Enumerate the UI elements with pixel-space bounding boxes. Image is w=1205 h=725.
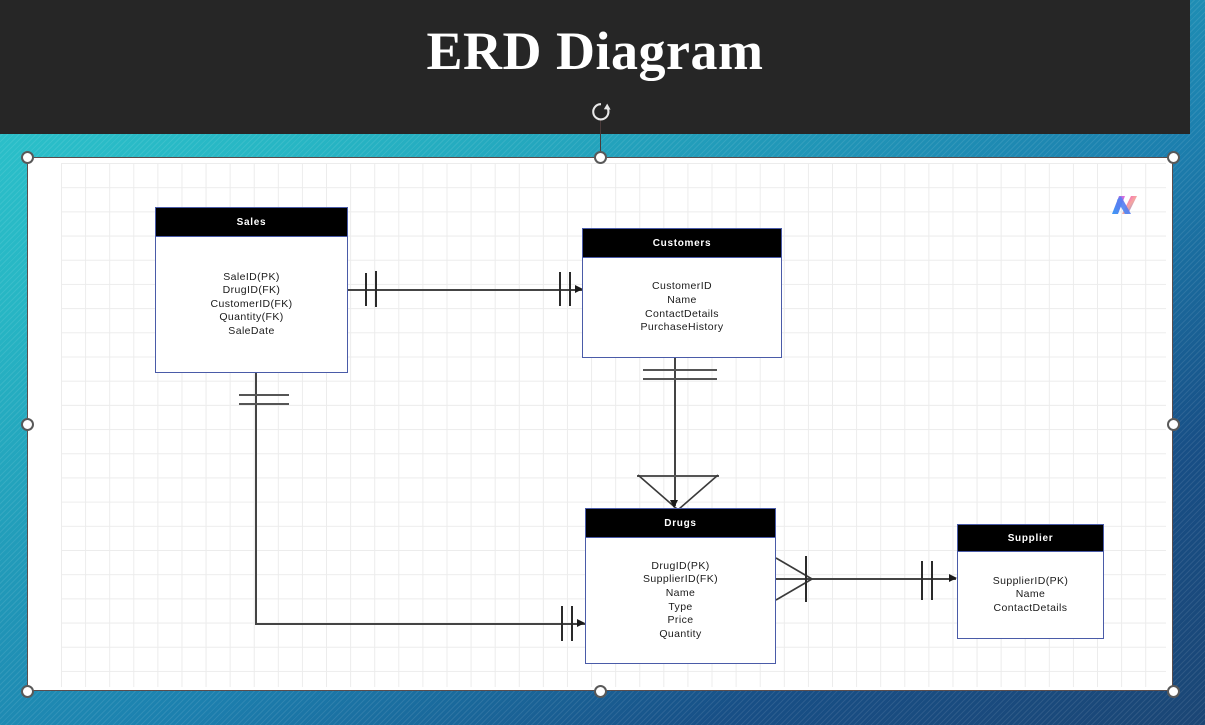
resize-handle-top-right[interactable] [1167,151,1180,164]
entity-fields: SupplierID(PK) Name ContactDetails [958,552,1103,638]
entity-title: Drugs [586,509,775,538]
connector-arrowhead [949,574,957,582]
field-row: Type [668,600,693,613]
resize-handle-middle-left[interactable] [21,418,34,431]
cardinality-tick [571,606,573,641]
resize-handle-top-left[interactable] [21,151,34,164]
connector-sales-drugs-leg [255,623,585,625]
field-row: SaleDate [228,324,275,337]
entity-customers[interactable]: Customers CustomerID Name ContactDetails… [582,228,782,358]
cardinality-tick [239,403,289,405]
cardinality-tick [643,378,717,380]
resize-handle-bottom-right[interactable] [1167,685,1180,698]
field-row: DrugID(FK) [222,284,281,297]
entity-sales[interactable]: Sales SaleID(PK) DrugID(FK) CustomerID(F… [155,207,348,373]
connector-drugs-supplier [776,578,956,580]
cardinality-bar [637,475,719,477]
entity-fields: DrugID(PK) SupplierID(FK) Name Type Pric… [586,538,775,663]
entity-supplier[interactable]: Supplier SupplierID(PK) Name ContactDeta… [957,524,1104,639]
cardinality-tick [375,271,377,307]
rotate-handle-stem [600,120,601,158]
resize-handle-bottom-left[interactable] [21,685,34,698]
field-row: Name [1015,588,1046,601]
entity-fields: CustomerID Name ContactDetails PurchaseH… [583,258,781,357]
entity-drugs[interactable]: Drugs DrugID(PK) SupplierID(FK) Name Typ… [585,508,776,664]
cardinality-tick [365,273,367,306]
field-row: ContactDetails [645,307,719,320]
cardinality-tick [921,561,923,600]
cardinality-tick [239,394,289,396]
field-row: ContactDetails [993,601,1068,614]
cardinality-bar [805,556,807,602]
connector-sales-customers [348,289,582,291]
field-row: Price [667,614,694,627]
field-row: Quantity [659,627,702,640]
connector-sales-drugs [255,372,257,625]
field-row: Name [665,586,696,599]
crows-foot [775,557,813,601]
field-row: CustomerID(FK) [210,297,293,310]
gradient-n-logo [1112,196,1137,214]
entity-title: Customers [583,229,781,258]
field-row: SupplierID(PK) [992,574,1069,587]
crows-foot [637,474,719,510]
cardinality-tick [561,606,563,641]
title-band [0,0,1190,134]
cardinality-tick [643,369,717,371]
entity-title: Sales [156,208,347,237]
field-row: DrugID(PK) [651,559,710,572]
cardinality-tick [569,272,571,306]
connector-customers-drugs [674,358,676,506]
entity-title: Supplier [958,525,1103,552]
field-row: SaleID(PK) [223,270,280,283]
connector-arrowhead [577,619,585,627]
connector-arrowhead [670,500,678,508]
field-row: Name [667,293,697,306]
resize-handle-bottom-center[interactable] [594,685,607,698]
connector-arrowhead [575,285,583,293]
diagram-canvas[interactable]: Sales SaleID(PK) DrugID(FK) CustomerID(F… [27,157,1173,691]
resize-handle-middle-right[interactable] [1167,418,1180,431]
cardinality-tick [931,561,933,600]
entity-fields: SaleID(PK) DrugID(FK) CustomerID(FK) Qua… [156,237,347,372]
field-row: PurchaseHistory [640,321,724,334]
field-row: SupplierID(FK) [642,573,719,586]
cardinality-tick [559,272,561,306]
rotate-handle[interactable] [589,100,613,124]
field-row: Quantity(FK) [219,311,284,324]
field-row: CustomerID [651,280,712,293]
page-title: ERD Diagram [426,21,764,81]
resize-handle-top-center[interactable] [594,151,607,164]
